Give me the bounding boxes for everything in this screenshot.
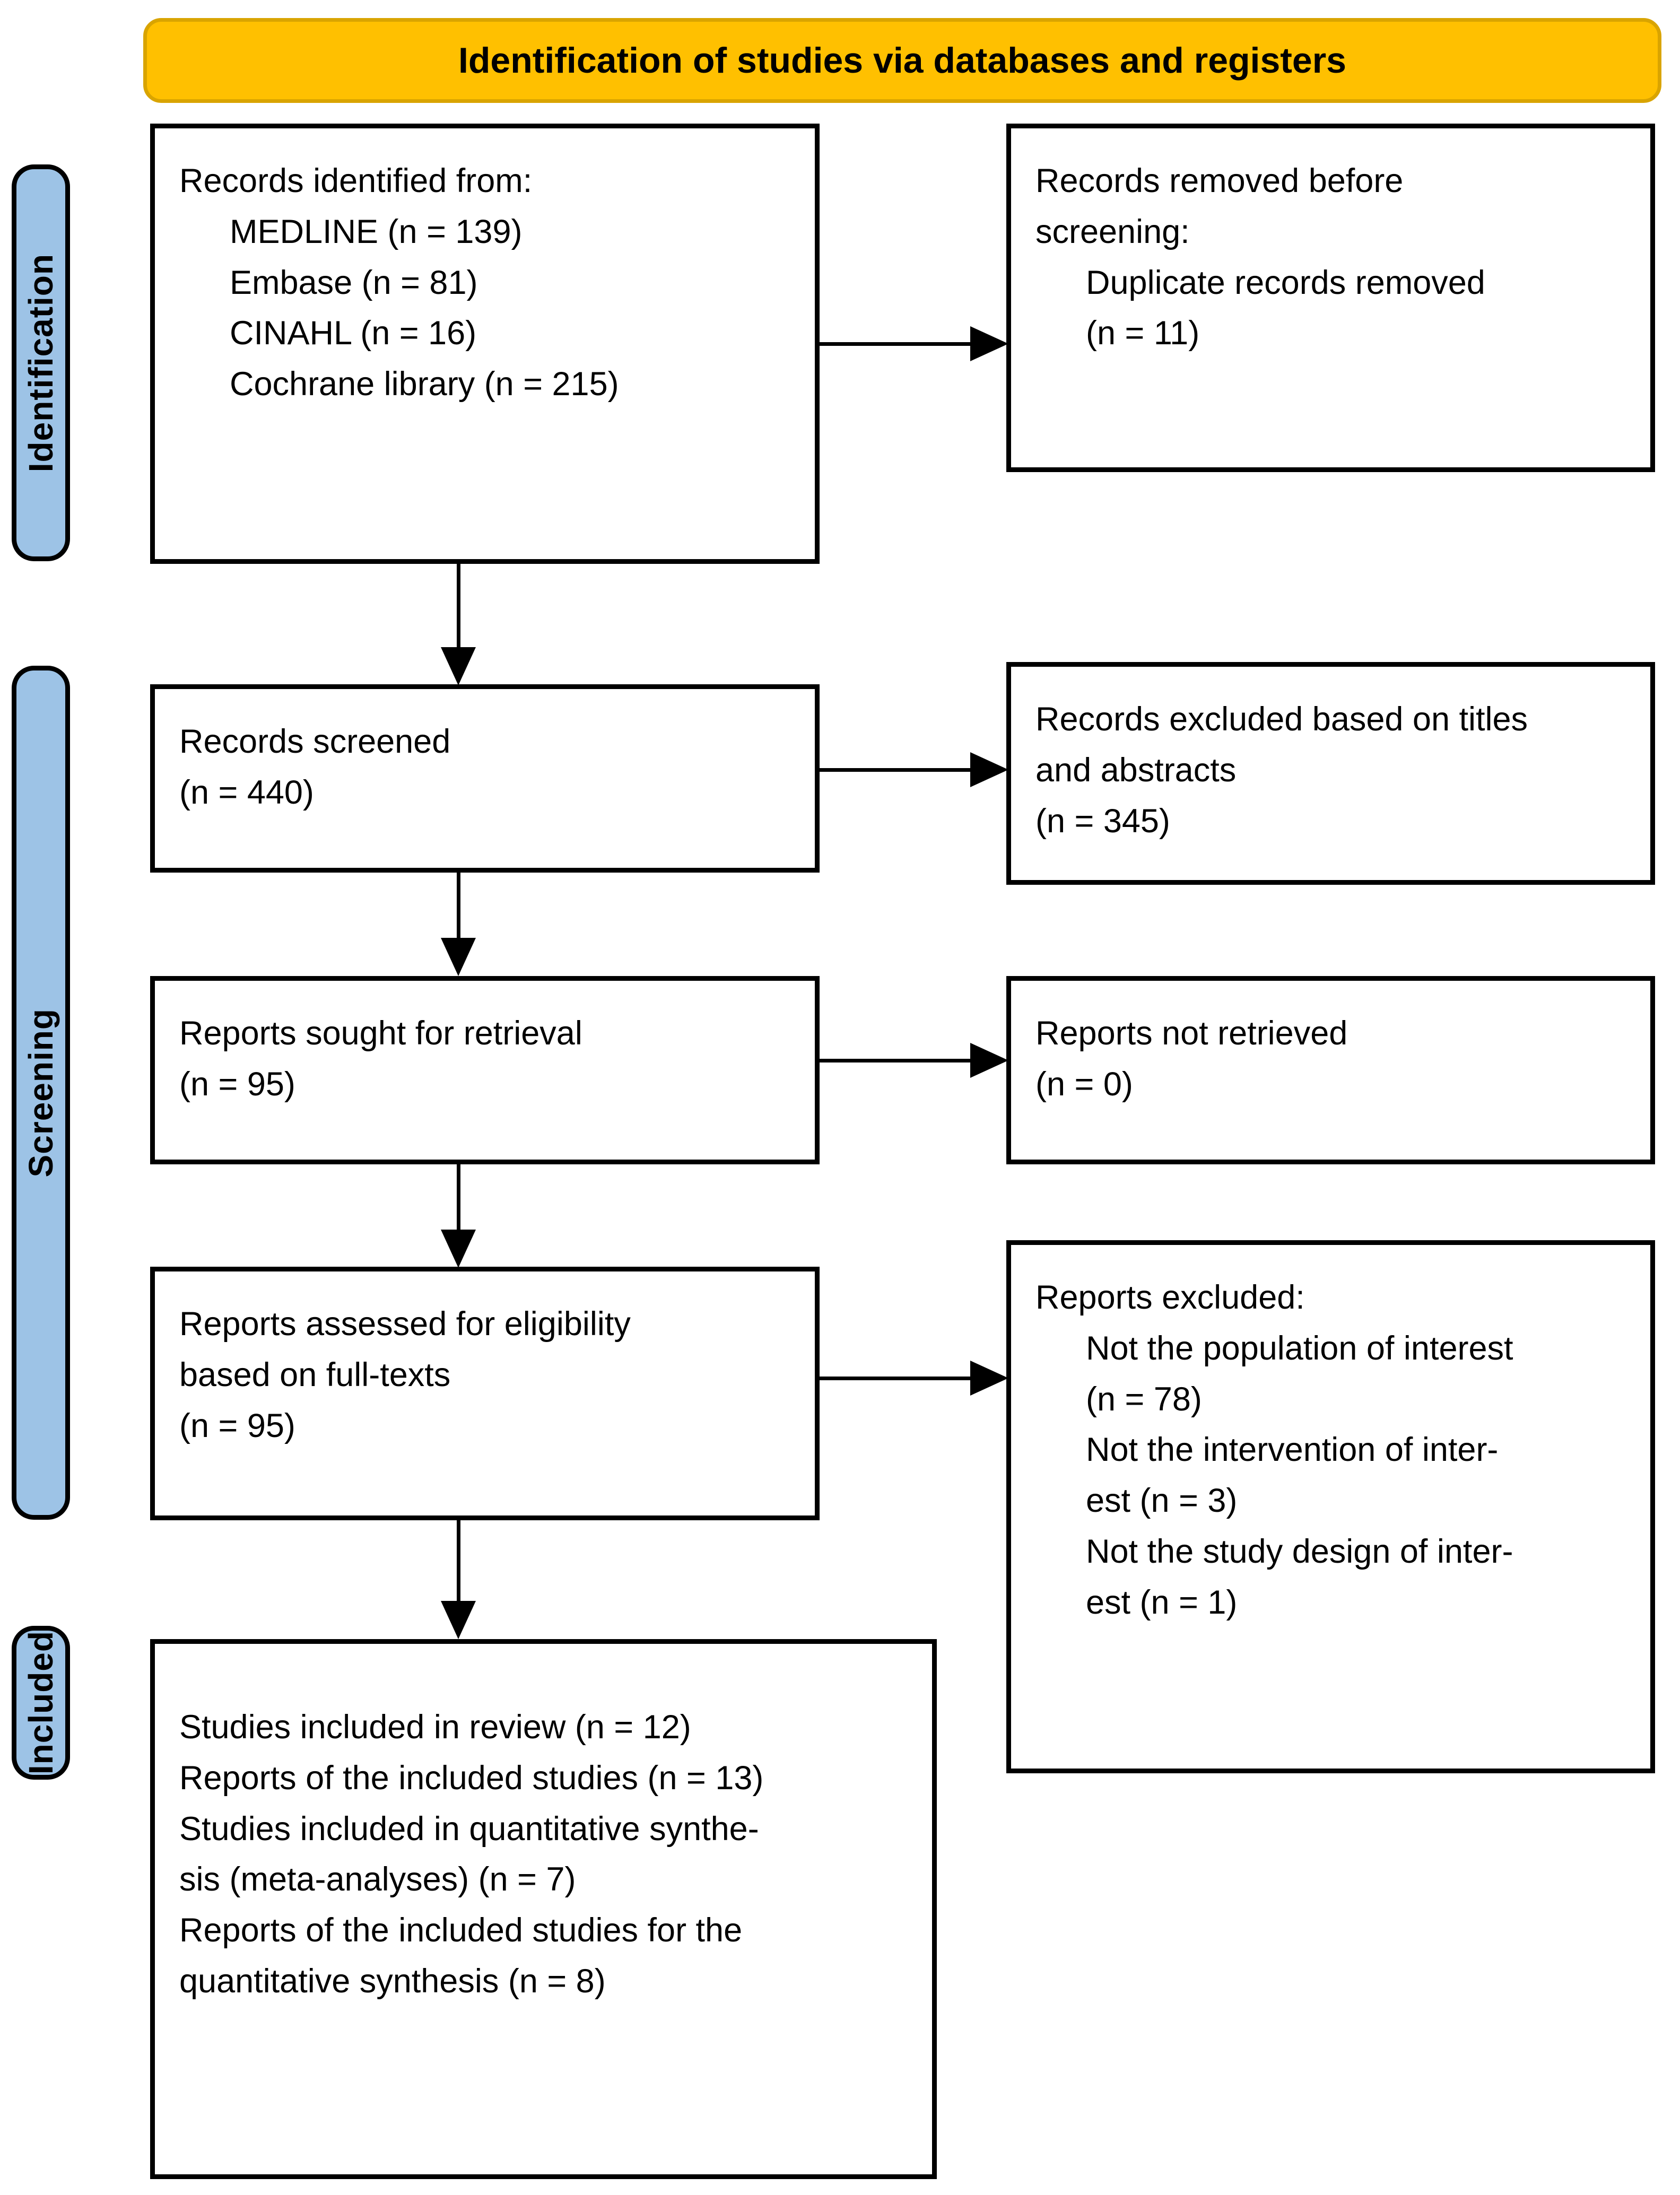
connector-assessed-to-included: [457, 1520, 460, 1602]
stage-label-screening: Screening: [22, 1008, 60, 1178]
box-line: Studies included in quantitative synthe-: [179, 1810, 759, 1848]
box-line: (n = 95): [179, 1407, 295, 1444]
connector-assessed-to-excluded: [820, 1377, 973, 1380]
box-line: Reports sought for retrieval: [179, 1015, 582, 1052]
arrowhead-sought-to-not-retrieved: [970, 1043, 1008, 1078]
box-line: CINAHL (n = 16): [230, 315, 477, 352]
arrowhead-identified-to-screened: [441, 647, 476, 685]
connector-sought-to-not-retrieved: [820, 1059, 973, 1062]
box-records-screened: Records screened (n = 440): [150, 684, 820, 873]
box-line: Records identified from:: [179, 162, 533, 199]
box-line: (n = 345): [1035, 802, 1170, 840]
box-line: screening:: [1035, 213, 1190, 250]
box-line: (n = 0): [1035, 1065, 1133, 1103]
box-line: Duplicate records removed: [1086, 264, 1485, 301]
box-records-excluded: Records excluded based on titles and abs…: [1006, 662, 1655, 885]
connector-identified-to-screened: [457, 564, 460, 649]
stage-pill-included: Included: [12, 1626, 70, 1780]
box-line: Reports of the included studies for the: [179, 1912, 743, 1949]
box-line: Cochrane library (n = 215): [230, 365, 619, 403]
connector-screened-to-excluded: [820, 768, 973, 772]
box-line: MEDLINE (n = 139): [230, 213, 523, 250]
arrowhead-screened-to-excluded: [970, 752, 1008, 787]
box-records-identified: Records identified from: MEDLINE (n = 13…: [150, 124, 820, 564]
arrowhead-screened-to-sought: [441, 938, 476, 976]
box-line: est (n = 1): [1086, 1583, 1238, 1621]
box-line: est (n = 3): [1086, 1482, 1238, 1519]
box-line: Reports of the included studies (n = 13): [179, 1759, 764, 1797]
arrowhead-assessed-to-included: [441, 1601, 476, 1639]
box-line: based on full-texts: [179, 1356, 451, 1393]
stage-label-identification: Identification: [22, 253, 60, 473]
box-line: and abstracts: [1035, 751, 1237, 789]
box-line: sis (meta-analyses) (n = 7): [179, 1861, 576, 1898]
box-line: Records screened: [179, 723, 451, 760]
stage-pill-screening: Screening: [12, 666, 70, 1520]
stage-label-included: Included: [22, 1631, 60, 1775]
box-line: Records excluded based on titles: [1035, 701, 1528, 738]
arrowhead-sought-to-assessed: [441, 1230, 476, 1268]
box-line: Studies included in review (n = 12): [179, 1709, 691, 1746]
box-records-removed-before-screening: Records removed before screening: Duplic…: [1006, 124, 1655, 472]
arrowhead-identified-to-removed: [970, 326, 1008, 361]
box-reports-excluded: Reports excluded: Not the population of …: [1006, 1240, 1655, 1773]
diagram-title: Identification of studies via databases …: [458, 40, 1347, 81]
box-reports-assessed-for-eligibility: Reports assessed for eligibility based o…: [150, 1267, 820, 1520]
box-line: (n = 440): [179, 773, 314, 811]
box-reports-not-retrieved: Reports not retrieved (n = 0): [1006, 976, 1655, 1164]
box-line: Embase (n = 81): [230, 264, 478, 301]
connector-sought-to-assessed: [457, 1164, 460, 1231]
box-reports-sought-for-retrieval: Reports sought for retrieval (n = 95): [150, 976, 820, 1164]
box-line: Reports not retrieved: [1035, 1015, 1348, 1052]
stage-pill-identification: Identification: [12, 164, 70, 561]
box-line: quantitative synthesis (n = 8): [179, 1962, 606, 2000]
box-studies-included: Studies included in review (n = 12) Repo…: [150, 1639, 937, 2179]
box-line: Reports excluded:: [1035, 1279, 1305, 1316]
arrowhead-assessed-to-excluded: [970, 1361, 1008, 1396]
box-line: Not the study design of inter-: [1086, 1532, 1513, 1570]
box-line: Not the population of interest: [1086, 1329, 1513, 1367]
connector-screened-to-sought: [457, 873, 460, 939]
connector-identified-to-removed: [820, 342, 973, 346]
box-line: (n = 11): [1086, 315, 1200, 352]
box-line: Records removed before: [1035, 162, 1404, 199]
box-line: Not the intervention of inter-: [1086, 1431, 1499, 1469]
box-line: (n = 95): [179, 1065, 295, 1103]
diagram-header-bar: Identification of studies via databases …: [143, 18, 1661, 103]
box-line: (n = 78): [1086, 1380, 1202, 1418]
box-line: Reports assessed for eligibility: [179, 1305, 631, 1343]
